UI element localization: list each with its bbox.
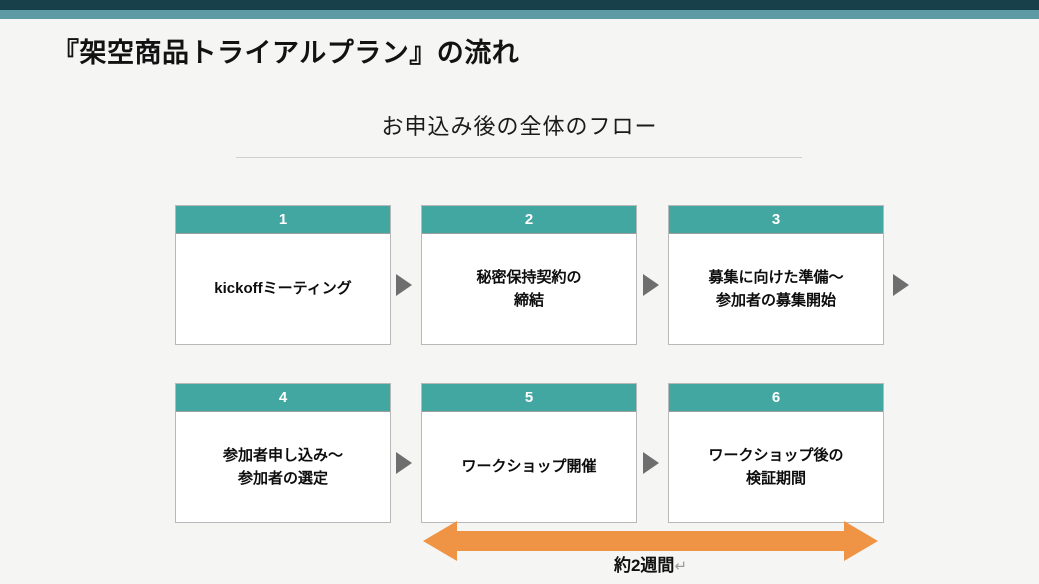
flow-connector-arrow-icon: [643, 274, 659, 296]
flow-connector-arrow-icon: [396, 452, 412, 474]
flow-step-label: 募集に向けた準備〜 参加者の募集開始: [708, 268, 844, 309]
flow-connector-arrow-icon: [643, 452, 659, 474]
flow-step-label: 参加者申し込み〜 参加者の選定: [222, 446, 343, 487]
duration-label: 約2週間↵: [423, 551, 878, 576]
flow-connector-arrow-icon: [893, 274, 909, 296]
flow-step-2: 2 秘密保持契約の 締結: [421, 205, 637, 345]
return-mark-icon: ↵: [674, 558, 688, 575]
flow-step-4: 4 参加者申し込み〜 参加者の選定: [175, 383, 391, 523]
top-accent-bar-dark: [0, 0, 1039, 10]
flow-step-number: 6: [669, 384, 883, 412]
top-accent-bar-teal: [0, 10, 1039, 19]
subtitle-divider: [236, 157, 802, 158]
flow-step-5: 5 ワークショップ開催: [421, 383, 637, 523]
flow-step-label: ワークショップ後の 検証期間: [708, 446, 844, 487]
flow-step-label: ワークショップ開催: [461, 458, 597, 476]
flow-step-number: 3: [669, 206, 883, 234]
page-title: 『架空商品トライアルプラン』の流れ: [52, 38, 520, 68]
flow-step-1: 1 kickoffミーティング: [175, 205, 391, 345]
flow-step-number: 1: [176, 206, 390, 234]
flow-step-number: 5: [422, 384, 636, 412]
flow-step-6: 6 ワークショップ後の 検証期間: [668, 383, 884, 523]
flow-step-number: 4: [176, 384, 390, 412]
flow-step-3: 3 募集に向けた準備〜 参加者の募集開始: [668, 205, 884, 345]
duration-text: 約2週間: [613, 556, 675, 575]
flow-connector-arrow-icon: [396, 274, 412, 296]
duration-double-arrow-icon: [423, 519, 878, 563]
flow-step-number: 2: [422, 206, 636, 234]
page-subtitle: お申込み後の全体のフロー: [381, 114, 658, 139]
flow-step-label: kickoffミーティング: [214, 280, 352, 298]
flow-step-label: 秘密保持契約の 締結: [476, 268, 582, 309]
